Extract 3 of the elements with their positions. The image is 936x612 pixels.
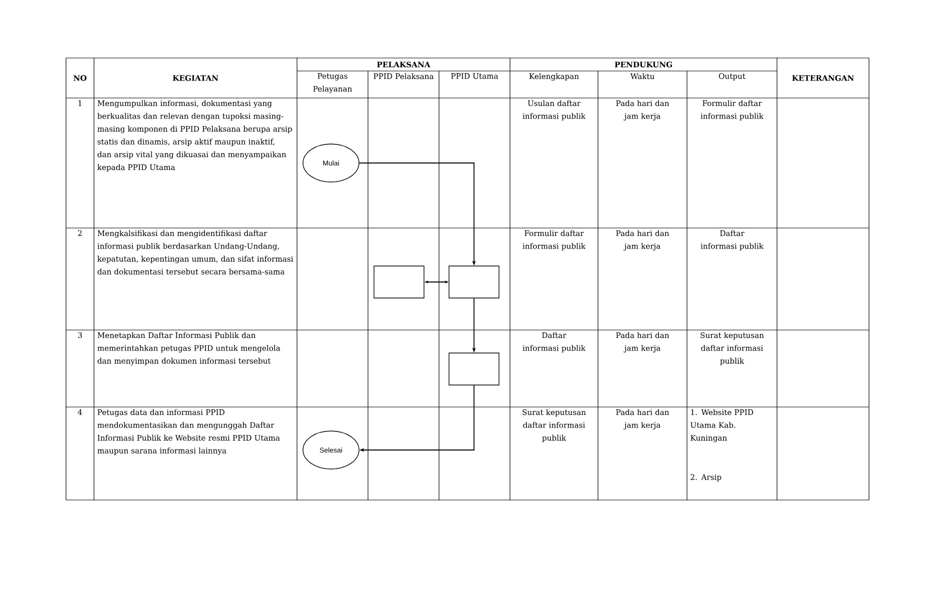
- process-box: [374, 266, 424, 298]
- process-box: [448, 266, 500, 298]
- process-box: [448, 352, 500, 386]
